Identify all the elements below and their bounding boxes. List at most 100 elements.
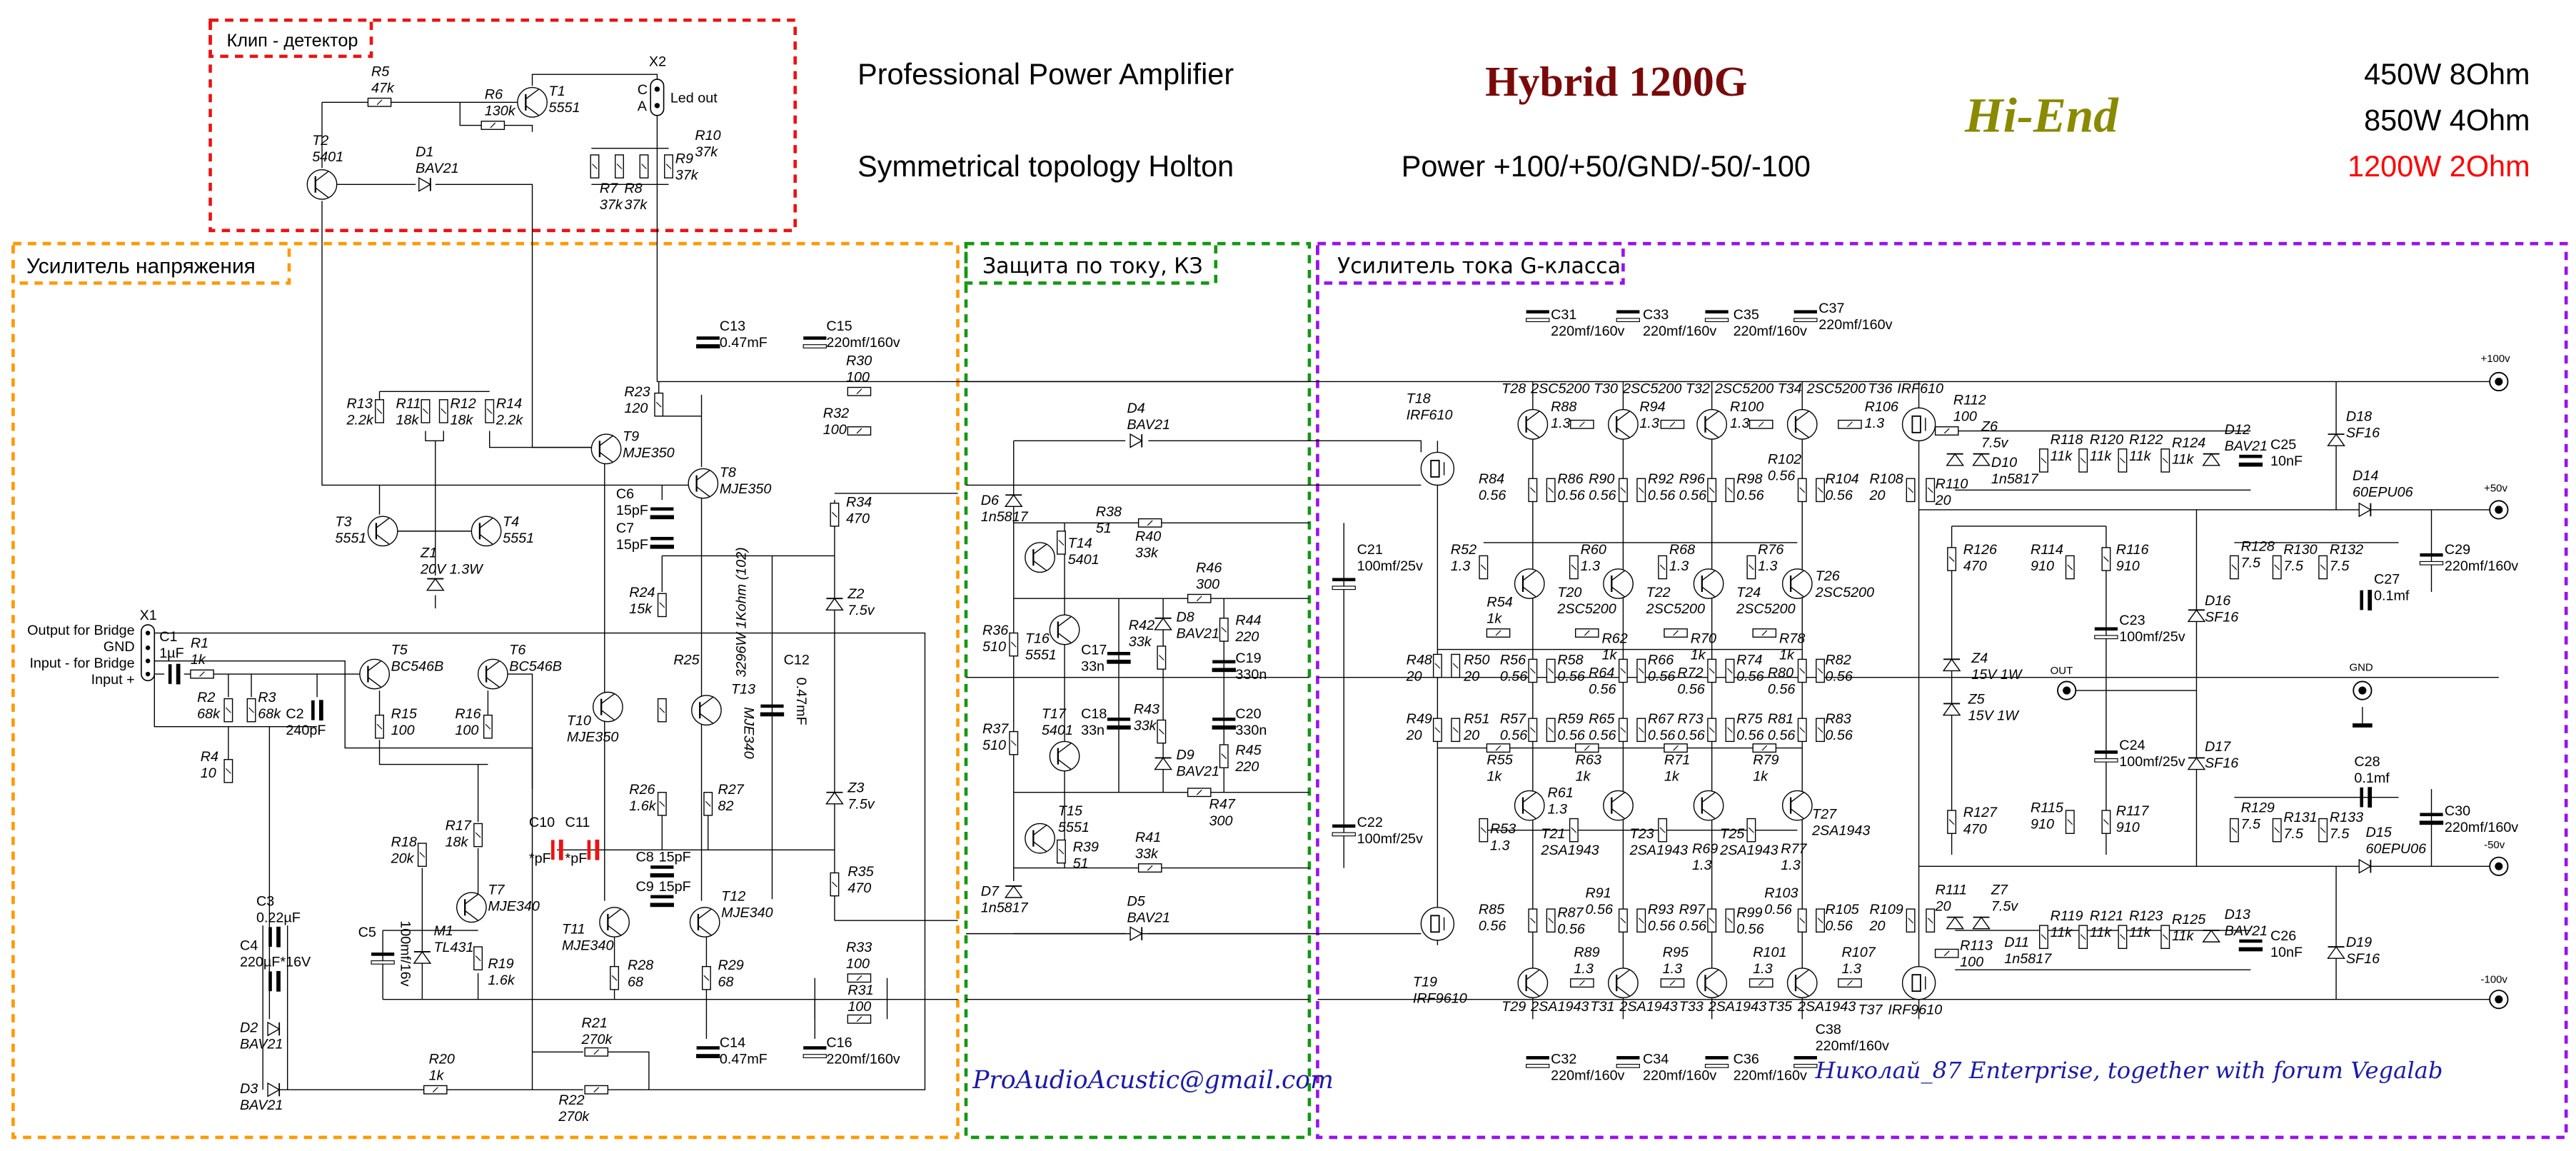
resistor-r100 (1749, 419, 1773, 429)
component-value: 20k (391, 851, 415, 867)
resistor-r3 (246, 698, 256, 723)
capacitor-c9 (650, 895, 674, 908)
component-ref: T27 (1812, 807, 1837, 823)
component-ref: R118 (2051, 432, 2083, 448)
terminal-gnd[interactable] (2353, 680, 2373, 700)
wire (531, 243, 592, 448)
resistor-r7 (590, 154, 600, 179)
resistor-r27 (703, 792, 713, 816)
transistor-t15 (1025, 823, 1055, 854)
component-value: 510 (982, 738, 1006, 753)
component-value: 20 (1463, 728, 1479, 743)
title-line1: Professional Power Amplifier (857, 58, 1234, 91)
component-value: 0.1mf (2374, 588, 2410, 604)
component-value: BAV21 (2225, 438, 2268, 454)
component-value: 33n (1081, 723, 1105, 738)
component-ref: R86 (1557, 471, 1583, 487)
component-value: 0.47mF (793, 678, 809, 725)
component-ref: C38 (1816, 1022, 1841, 1037)
component-value: 11k (2129, 925, 2152, 940)
terminal-p100[interactable] (2489, 371, 2509, 392)
diode-d11 (1972, 916, 1991, 930)
transistor-t2 (306, 169, 338, 200)
component-value: 7.5 (2283, 826, 2303, 842)
component-ref: T34 (1778, 381, 1802, 397)
component-ref: R84 (1479, 471, 1504, 487)
component-ref: R91 (1585, 885, 1611, 901)
component-ref: T11 (562, 922, 585, 938)
transistor-t12 (689, 907, 720, 938)
resistor-r22 (584, 1085, 609, 1095)
component-value: BAV21 (1177, 625, 1219, 641)
component-value: 15pF (659, 849, 691, 865)
resistor-r76 (1746, 555, 1756, 580)
component-ref: R32 (823, 406, 849, 421)
component-ref: C26 (2270, 928, 2296, 944)
component-value: 0.1mf (2354, 770, 2390, 786)
resistor-r11 (421, 399, 431, 423)
component-ref: R67 (1648, 711, 1674, 727)
resistor-r101 (1749, 978, 1773, 988)
component-value: 0.56 (1589, 488, 1616, 503)
component-ref: D6 (981, 493, 999, 508)
component-value: 1k (1486, 769, 1502, 785)
terminal-p50[interactable] (2489, 500, 2509, 520)
component-value: 220mf/160v (1734, 323, 1807, 339)
component-value: 15V 1W (1971, 667, 2023, 683)
mosfet-t19 (1420, 907, 1455, 941)
component-value: 1.3 (1548, 802, 1567, 818)
transistor-t30 (1608, 408, 1639, 440)
resistor-r20 (423, 1085, 448, 1095)
resistor-r42 (1157, 645, 1167, 670)
terminal-m50[interactable] (2489, 856, 2509, 876)
component-ref: T22 (1646, 585, 1671, 600)
component-value: 1.3 (1574, 961, 1593, 977)
resistor-r72 (1707, 658, 1717, 683)
component-value: 0.56 (1768, 728, 1795, 743)
resistor-r108 (1906, 478, 1916, 503)
component-ref: C7 (616, 521, 634, 536)
component-value: 7.5 (2283, 558, 2303, 574)
component-value: 0.56 (1736, 488, 1764, 503)
terminal-m100[interactable] (2489, 990, 2509, 1010)
component-value: 5551 (1058, 820, 1090, 835)
label-c10: C10*pF (529, 815, 555, 867)
terminal-out[interactable] (2057, 680, 2077, 700)
component-ref: D16 (2205, 593, 2230, 608)
component-ref: D8 (1177, 609, 1194, 625)
resistor-r123 (2118, 925, 2128, 950)
transistor-t9 (590, 433, 622, 465)
component-value: BAV21 (2225, 923, 2268, 939)
capacitor-c31 (1526, 310, 1550, 323)
component-value: 2SA1943 (1629, 843, 1688, 858)
resistor-r9 (639, 154, 649, 179)
component-ref: R56 (1500, 652, 1526, 668)
